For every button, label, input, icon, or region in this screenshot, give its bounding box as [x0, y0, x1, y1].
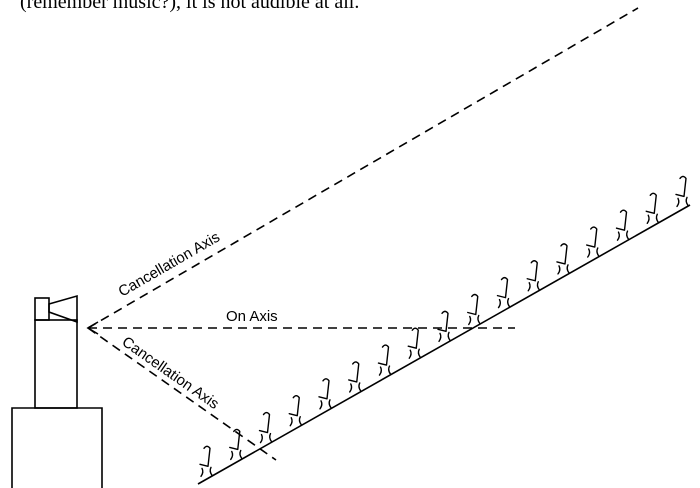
seat-icon	[229, 428, 243, 461]
seat-icon	[467, 293, 481, 326]
arrowhead	[86, 321, 99, 335]
seat-icon	[318, 378, 332, 410]
stage-platform	[11, 407, 103, 488]
seat-icon	[645, 192, 659, 224]
lower-cancellation-axis	[87, 327, 277, 461]
partial-paragraph-text: (remember music?), it is not audible at …	[20, 0, 360, 13]
speaker-horn-driver	[34, 297, 50, 321]
upper-cancellation-axis-label: Cancellation Axis	[116, 229, 223, 301]
speaker-cabinet	[34, 319, 78, 409]
lower-cancellation-axis-label: Cancellation Axis	[119, 333, 222, 412]
seat-icon	[199, 445, 213, 478]
seat-icon	[437, 310, 451, 343]
seat-icon	[586, 226, 600, 258]
seat-icon	[288, 395, 302, 427]
seat-icon	[348, 361, 362, 393]
on-axis-label: On Axis	[226, 308, 278, 325]
seat-icon	[675, 175, 689, 208]
seat-icon	[526, 260, 540, 292]
upper-cancellation-axis	[87, 7, 639, 329]
seat-icon	[496, 276, 511, 309]
seat-icon	[556, 243, 570, 275]
seat-icon	[377, 344, 392, 376]
seat-icon	[407, 327, 421, 359]
seat-icon	[615, 209, 630, 241]
audience-floor	[197, 204, 691, 485]
audience-seats	[199, 175, 689, 478]
seat-icon	[258, 411, 273, 444]
speaker-horn	[48, 294, 78, 324]
